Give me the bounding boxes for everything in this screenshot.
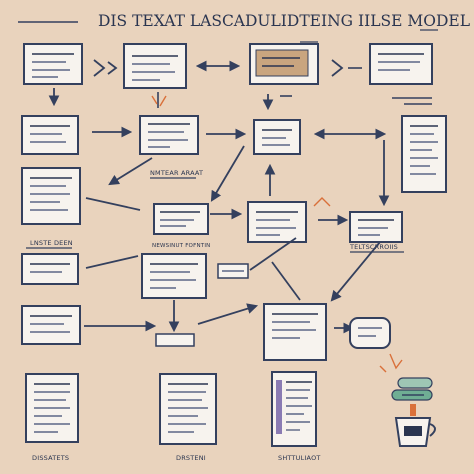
link-r4-a (85, 255, 139, 269)
box-r4-b (141, 253, 207, 299)
caption-right: TELTSCRROIIS (349, 243, 398, 251)
box-r5-a (21, 305, 81, 345)
document-icon (271, 371, 317, 447)
link-r4-e (330, 241, 381, 302)
box-r2-a (21, 115, 79, 155)
link-r4-d (271, 261, 301, 301)
caption-left: LNSTE DEEN (30, 239, 73, 247)
caption-mid: NMTEAR ARAAT (150, 169, 203, 177)
box-r4-c (217, 263, 249, 279)
box-r2-c (253, 119, 301, 155)
box-r3-c (247, 201, 307, 243)
caption-mid-small: NEWSINUT FOFNTIN (152, 243, 210, 249)
box-r2-b (139, 115, 199, 155)
box-r5-b (155, 333, 195, 347)
link-r4-c (249, 237, 297, 271)
cup-icon (394, 404, 436, 447)
box-r1-a (23, 43, 83, 85)
box-r3-a (21, 167, 81, 225)
diagram-title: DIS TEXAT LASCADULIDTEING IILSE MODEL (98, 12, 470, 30)
document-icon (159, 373, 217, 445)
document-icon (25, 373, 79, 443)
spark-r5 (389, 353, 403, 370)
box-r1-c (249, 41, 319, 85)
caption-bottom-3: SHTTULIAOT (278, 454, 321, 462)
box-r2-d (401, 115, 447, 193)
arrow-r1-a (93, 59, 106, 77)
box-r3-b (153, 203, 209, 235)
arrow-r5-b (197, 303, 259, 325)
diag-r2-b (210, 145, 245, 202)
cloud-stack-icon (379, 365, 433, 401)
arrow-r1-b (107, 61, 118, 75)
box-r1-b (123, 43, 187, 89)
box-r5-d (349, 317, 391, 349)
caption-bottom-2: DRSTENI (176, 454, 206, 462)
box-r3-d (349, 211, 403, 243)
spark-r3 (313, 197, 331, 207)
box-r5-c (263, 303, 327, 361)
box-r4-a (21, 253, 79, 285)
caption-bottom-1: DISSATETS (32, 454, 69, 462)
arrow-r1-d (331, 59, 344, 77)
box-r1-d (369, 29, 438, 85)
spark-r1 (151, 95, 167, 107)
link-r3-a (85, 197, 141, 211)
diag-r2-a (108, 157, 153, 186)
